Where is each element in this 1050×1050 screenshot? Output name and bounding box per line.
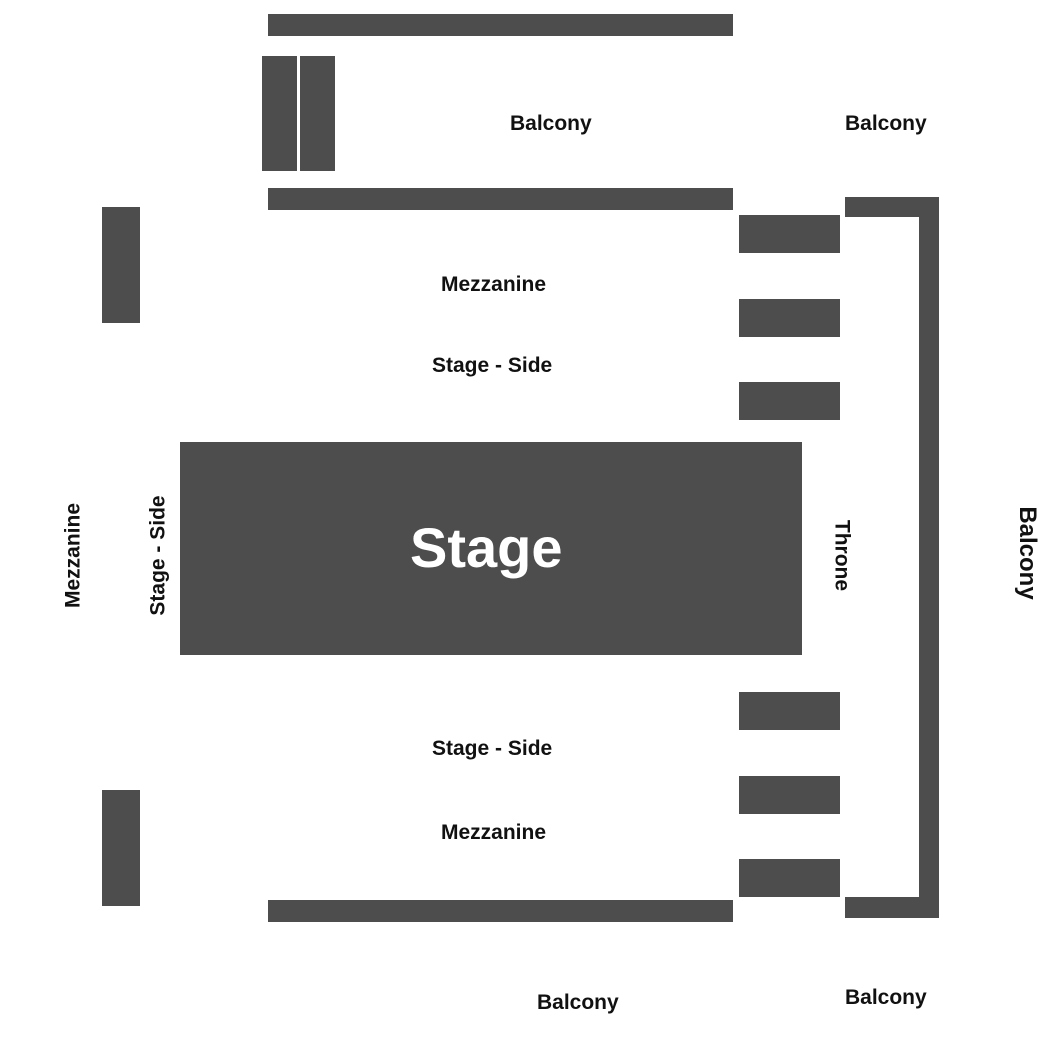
stage-side-bottom-label: Stage - Side [432,737,553,760]
side-seat-block[interactable] [739,382,840,420]
throne-vertical-label: Throne [830,519,854,592]
balcony-right-bracket-side[interactable] [919,197,939,918]
balcony-box-left[interactable] [262,56,297,171]
balcony-top-right-label: Balcony [845,112,927,135]
mezzanine-left-top-block[interactable] [102,207,140,323]
mezzanine-left-vertical-label: Mezzanine [61,502,85,609]
balcony-top-center-label: Balcony [510,112,592,135]
side-seat-block[interactable] [739,859,840,897]
mezzanine-left-bottom-block[interactable] [102,790,140,906]
balcony-bottom-center-label: Balcony [537,991,619,1014]
side-seat-block[interactable] [739,215,840,253]
mezzanine-bottom-label: Mezzanine [441,821,547,844]
mezzanine-bottom-row[interactable] [268,900,733,922]
side-seat-block[interactable] [739,299,840,337]
stage-side-left-vertical-label: Stage - Side [146,495,170,616]
mezzanine-top-label: Mezzanine [441,273,547,296]
balcony-right-vertical-label: Balcony [1014,506,1041,600]
balcony-right-bracket-top[interactable] [845,197,939,217]
balcony-box-right[interactable] [300,56,335,171]
side-seat-block[interactable] [739,776,840,814]
balcony-bottom-right-label: Balcony [845,986,927,1009]
stage-label: Stage [410,516,563,579]
stage[interactable] [180,442,802,655]
balcony-right-bracket-bottom[interactable] [845,897,939,918]
stage-side-top-label: Stage - Side [432,354,553,377]
balcony-top-row[interactable] [268,14,733,36]
mezzanine-top-row[interactable] [268,188,733,210]
side-seat-block[interactable] [739,692,840,730]
